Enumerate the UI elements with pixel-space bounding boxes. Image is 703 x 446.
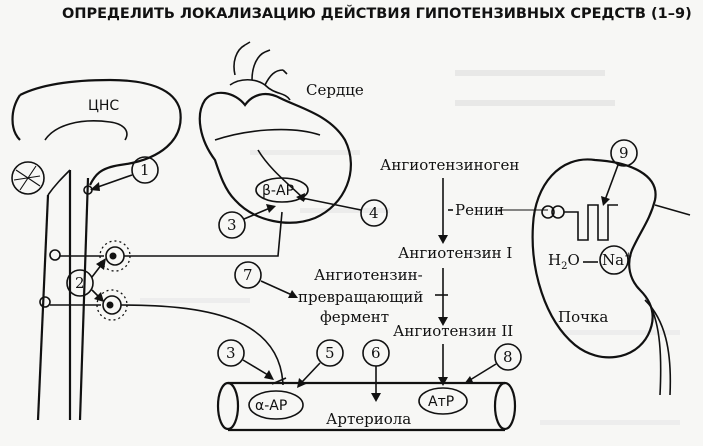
marker-9: 9: [601, 139, 638, 206]
heart-label: Сердце: [306, 81, 364, 99]
marker-8: 8: [464, 343, 522, 384]
marker-2-number: 2: [75, 274, 85, 292]
ace-label-line2: превращающий: [298, 288, 423, 306]
alpha-ar-receptor: [248, 390, 304, 420]
kidney: [531, 158, 691, 396]
alpha-ar-label: α-АР: [255, 398, 287, 414]
marker-5-number: 5: [325, 344, 335, 362]
ace-label-line3: фермент: [320, 308, 389, 326]
renin-label: Ренин: [455, 201, 504, 219]
at-receptor: [418, 387, 468, 415]
marker-9-number: 9: [619, 144, 629, 162]
marker-1-number: 1: [140, 161, 150, 179]
cns-label: ЦНС: [88, 98, 119, 114]
beta-ar-receptor: [255, 177, 309, 203]
angiotensin-2-label: Ангиотензин II: [393, 322, 513, 340]
marker-2: 2: [66, 258, 106, 302]
arteriole-label: Артериола: [326, 410, 411, 428]
postganglionic-fiber-arteriole: [120, 304, 284, 386]
marker-7-number: 7: [243, 266, 253, 284]
marker-5: 5: [297, 339, 344, 388]
marker-3-heart: 3: [218, 204, 276, 239]
angiotensinogen-label: Ангиотензиноген: [380, 156, 519, 174]
marker-3-vessel: 3: [217, 339, 274, 380]
at-receptor-label: АтР: [428, 394, 454, 410]
sodium-label: Na+: [602, 251, 632, 269]
marker-7: 7: [234, 261, 298, 298]
water-label: H2O: [548, 251, 580, 272]
alpha-ar-terminal: [271, 377, 287, 385]
diagram-title: ОПРЕДЕЛИТЬ ЛОКАЛИЗАЦИЮ ДЕЙСТВИЯ ГИПОТЕНЗ…: [62, 5, 692, 22]
marker-6-number: 6: [371, 344, 381, 362]
sodium-channel: [599, 245, 629, 275]
marker-3-heart-number: 3: [227, 216, 237, 234]
angiotensin-1-label: Ангиотензин I: [398, 244, 512, 262]
kidney-label: Почка: [558, 308, 608, 326]
marker-4: 4: [296, 193, 388, 227]
postganglionic-fiber-heart: [124, 211, 283, 257]
marker-1: 1: [90, 156, 159, 191]
ace-label-line1: Ангиотензин-: [314, 266, 423, 284]
bleed-through-background: [140, 70, 680, 425]
marker-3-vessel-number: 3: [226, 344, 236, 362]
marker-8-number: 8: [503, 348, 513, 366]
beta-ar-label: β-АР: [262, 183, 294, 199]
marker-4-number: 4: [369, 204, 379, 222]
cns-brain: [11, 78, 182, 421]
marker-6: 6: [362, 339, 390, 402]
